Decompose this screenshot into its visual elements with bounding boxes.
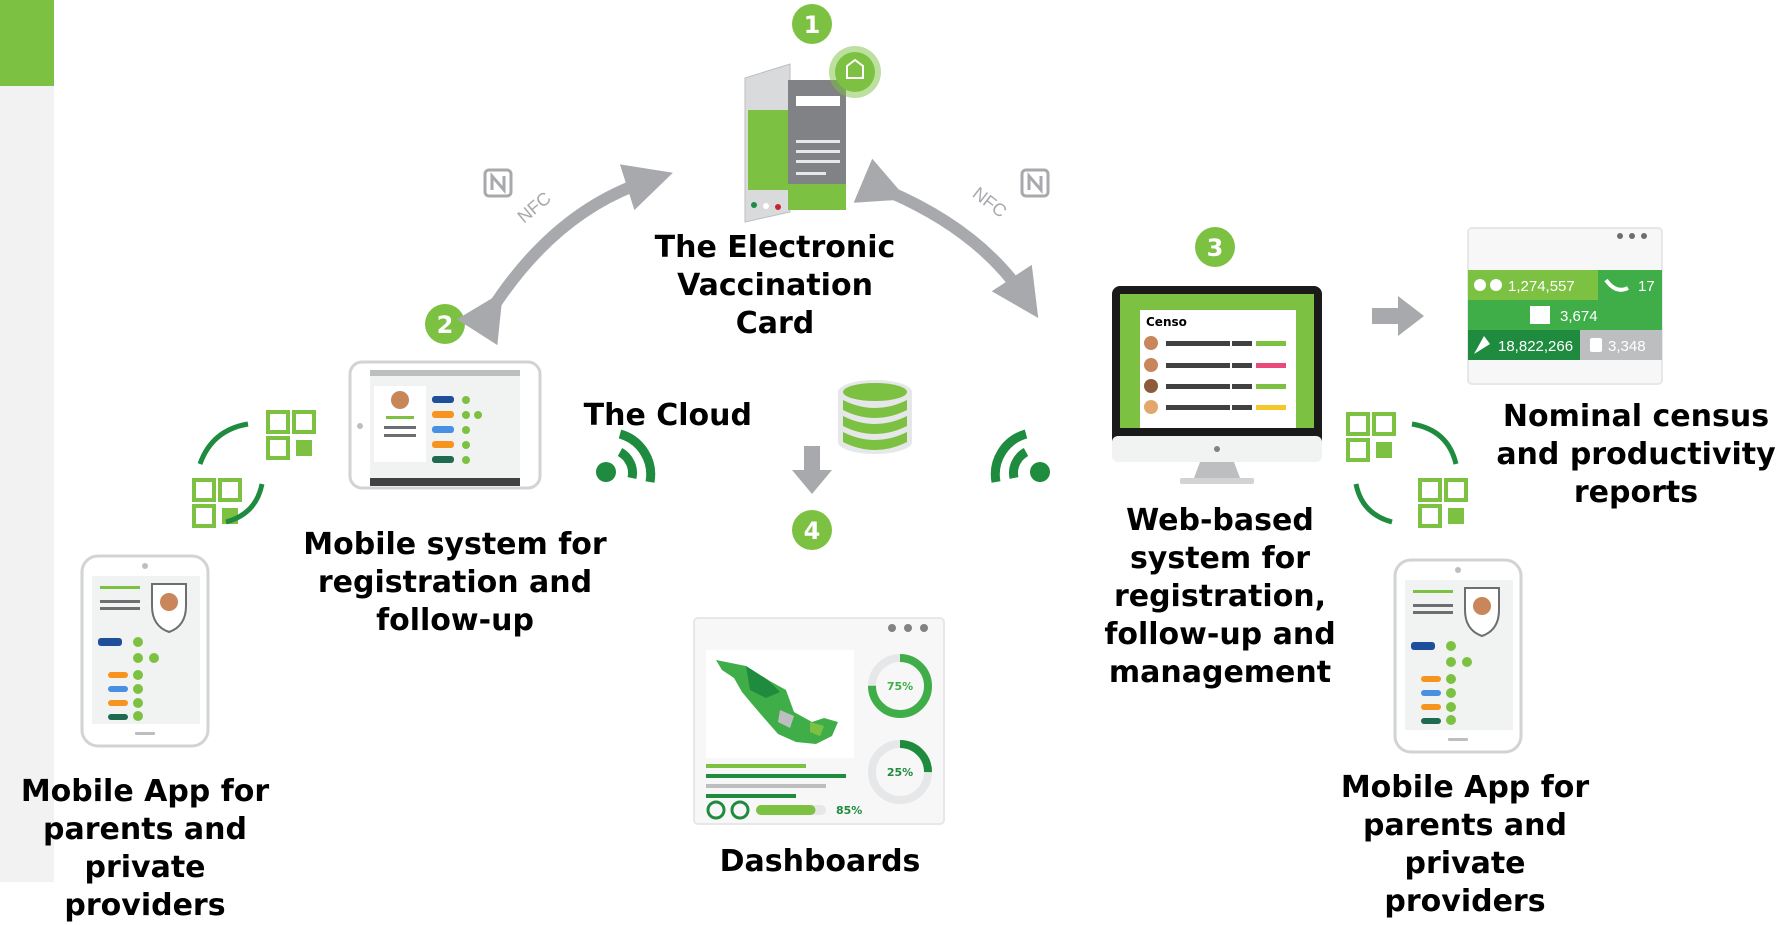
svg-text:2: 2 bbox=[437, 311, 454, 339]
cloud-down-arrow bbox=[792, 446, 832, 494]
label-web-system: Web-based system for registration, follo… bbox=[1104, 503, 1336, 690]
dashboard-gauge-2-arc bbox=[868, 740, 932, 804]
left-accent-tab bbox=[0, 0, 54, 86]
web-screen-title: Censo bbox=[1146, 315, 1187, 329]
census-value-5: 3,348 bbox=[1608, 338, 1646, 355]
monitor-illustration: Censo bbox=[1112, 286, 1322, 484]
nfc-label-left: NFC bbox=[514, 188, 555, 227]
qr-icon-right-top bbox=[1346, 412, 1396, 462]
dashboard-gauge-2-label: 25% bbox=[887, 766, 913, 779]
nfc-arrow-left bbox=[456, 164, 673, 346]
census-report-window: 1,274,557 17 3,674 18,822,266 3,348 bbox=[1467, 227, 1663, 385]
dashboard-bar-fill bbox=[756, 805, 816, 815]
qr-icon-left-top bbox=[266, 410, 316, 460]
svg-text:1: 1 bbox=[804, 11, 821, 39]
cloud-database-icon bbox=[838, 380, 912, 454]
label-dashboards: Dashboards bbox=[719, 844, 921, 879]
dashboard-window: 85% 75% 25% bbox=[693, 617, 945, 825]
label-mobile-app-right: Mobile App for parents and private provi… bbox=[1340, 770, 1590, 919]
electronic-vaccination-card-illustration bbox=[744, 46, 881, 223]
label-electronic-vaccination-card: The Electronic Vaccination Card bbox=[654, 230, 896, 341]
census-value-3: 3,674 bbox=[1560, 308, 1598, 325]
step-3-badge: 3 bbox=[1195, 227, 1235, 267]
svg-text:4: 4 bbox=[804, 517, 821, 545]
step-2-badge: 2 bbox=[425, 304, 465, 344]
census-value-4: 18,822,266 bbox=[1498, 338, 1573, 355]
nfc-icon-right bbox=[1020, 168, 1050, 198]
svg-text:3: 3 bbox=[1207, 234, 1224, 262]
cloud-label: The Cloud bbox=[584, 398, 752, 433]
dashboard-gauge-1-arc bbox=[868, 654, 932, 718]
dashboard-gauge-1-label: 75% bbox=[887, 680, 913, 693]
scan-arc-right-bottom bbox=[1353, 483, 1393, 525]
mexico-map-shape bbox=[716, 660, 838, 744]
phone-left-illustration bbox=[80, 554, 210, 748]
tablet-illustration bbox=[348, 360, 542, 490]
step-1-badge: 1 bbox=[792, 4, 832, 44]
census-value-1: 1,274,557 bbox=[1508, 278, 1575, 295]
arrow-to-census bbox=[1372, 296, 1424, 336]
nfc-icon-left bbox=[483, 168, 513, 198]
nfc-arrow-right bbox=[853, 158, 1039, 319]
nfc-label-right: NFC bbox=[969, 183, 1010, 222]
step-4-badge: 4 bbox=[792, 510, 832, 550]
qr-icon-right-bottom bbox=[1418, 478, 1468, 528]
scan-arc-right-top bbox=[1411, 421, 1459, 465]
label-mobile-app-left: Mobile App for parents and private provi… bbox=[20, 774, 270, 923]
left-strip bbox=[0, 0, 54, 882]
vaccination-system-diagram: 1 2 3 4 bbox=[80, 4, 1663, 825]
scan-arc-left-top bbox=[197, 421, 249, 465]
phone-right-illustration bbox=[1393, 558, 1523, 754]
label-nominal-census: Nominal census and productivity reports bbox=[1496, 399, 1776, 510]
label-mobile-system: Mobile system for registration and follo… bbox=[303, 527, 607, 638]
scan-arc-left-bottom bbox=[225, 483, 265, 525]
dashboard-bar-label: 85% bbox=[836, 804, 862, 817]
wifi-signal-left bbox=[596, 429, 656, 483]
census-value-2: 17 bbox=[1638, 278, 1655, 295]
wifi-signal-right bbox=[990, 429, 1050, 483]
